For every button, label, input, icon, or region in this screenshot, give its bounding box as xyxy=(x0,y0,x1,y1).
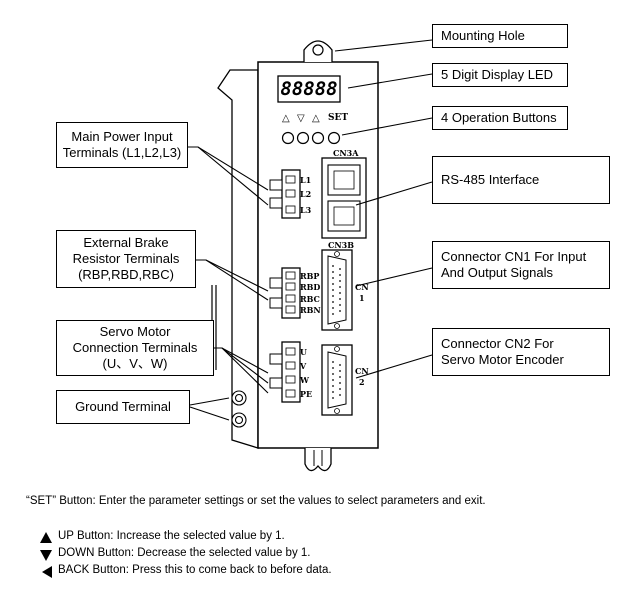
terminal-rbp: RBP xyxy=(300,271,320,281)
cn2-pins xyxy=(332,361,341,399)
mounting-slot-bottom xyxy=(304,448,332,472)
button-symbol-set: SET xyxy=(328,113,349,123)
callout-cn2: Connector CN2 For Servo Motor Encoder xyxy=(432,328,610,376)
terminal-v: V xyxy=(300,361,307,371)
cn1-pins xyxy=(332,265,341,315)
cn3a-label: CN3A xyxy=(333,148,359,158)
callout-mounting-hole-text: Mounting Hole xyxy=(441,28,525,43)
button-symbol-up: △ xyxy=(282,113,290,124)
cn2-label-line1: CN xyxy=(355,366,369,376)
terminal-l1: L1 xyxy=(300,175,312,185)
power-terminal-screws xyxy=(285,175,296,214)
led-display xyxy=(277,75,341,103)
note-down-button: DOWN Button: Decrease the selected value… xyxy=(58,547,311,559)
callout-rs485: RS-485 Interface xyxy=(432,156,610,204)
cn2-label-line2: 2 xyxy=(359,377,365,387)
motor-terminal-block xyxy=(281,341,301,403)
callout-display-led-text: 5 Digit Display LED xyxy=(441,67,553,82)
down-arrow-icon xyxy=(40,550,52,561)
mounting-hole xyxy=(312,44,324,56)
callout-ground-text: Ground Terminal xyxy=(75,399,171,414)
terminal-l3: L3 xyxy=(300,205,312,215)
terminal-w: W xyxy=(300,375,309,385)
terminal-rbc: RBC xyxy=(300,294,320,304)
cn1-label-line2: 1 xyxy=(359,293,365,303)
callout-rs485-text: RS-485 Interface xyxy=(441,172,540,187)
led-display-digits: 88888 xyxy=(280,78,338,100)
brake-terminal-block xyxy=(281,267,301,319)
callout-cn1-text: Connector CN1 For Input And Output Signa… xyxy=(441,249,587,280)
ground-screws xyxy=(231,390,247,428)
callout-brake-resistor-text: External Brake Resistor Terminals (RBP,R… xyxy=(72,235,180,282)
callout-main-power-text: Main Power Input Terminals (L1,L2,L3) xyxy=(62,129,182,160)
callout-mounting-hole: Mounting Hole xyxy=(432,24,568,48)
callout-main-power: Main Power Input Terminals (L1,L2,L3) xyxy=(56,122,188,168)
brake-terminal-screws xyxy=(285,271,296,314)
cn3a-port xyxy=(327,164,361,196)
terminal-rbd: RBD xyxy=(300,282,321,292)
set-button xyxy=(327,131,341,145)
callout-cn1: Connector CN1 For Input And Output Signa… xyxy=(432,241,610,289)
terminal-l2: L2 xyxy=(300,189,312,199)
note-set-button: “SET” Button: Enter the parameter settin… xyxy=(26,495,486,507)
up-arrow-icon xyxy=(40,532,52,543)
callout-ground: Ground Terminal xyxy=(56,390,190,424)
callout-servo-motor-text: Servo Motor Connection Terminals (U、V、W) xyxy=(72,324,198,371)
callout-operation-buttons-text: 4 Operation Buttons xyxy=(441,110,557,125)
back-button xyxy=(311,131,325,145)
cn3b-port xyxy=(327,200,361,232)
cn3b-label: CN3B xyxy=(328,240,355,250)
terminal-u: U xyxy=(300,347,307,357)
terminal-pe: PE xyxy=(300,389,313,399)
button-symbol-back: △ xyxy=(312,113,320,124)
terminal-rbn: RBN xyxy=(300,305,321,315)
motor-terminal-screws xyxy=(285,347,296,398)
note-back-button: BACK Button: Press this to come back to … xyxy=(58,564,332,576)
callout-servo-motor: Servo Motor Connection Terminals (U、V、W) xyxy=(56,320,214,376)
down-button xyxy=(296,131,310,145)
callout-display-led: 5 Digit Display LED xyxy=(432,63,568,87)
up-button xyxy=(281,131,295,145)
leader-lines xyxy=(188,39,433,421)
back-arrow-icon xyxy=(42,566,52,578)
callout-cn2-text: Connector CN2 For Servo Motor Encoder xyxy=(441,336,564,367)
cn1-label-line1: CN xyxy=(355,282,369,292)
button-symbol-down: ▽ xyxy=(297,113,305,124)
note-up-button: UP Button: Increase the selected value b… xyxy=(58,530,285,542)
callout-operation-buttons: 4 Operation Buttons xyxy=(432,106,568,130)
callout-brake-resistor: External Brake Resistor Terminals (RBP,R… xyxy=(56,230,196,288)
